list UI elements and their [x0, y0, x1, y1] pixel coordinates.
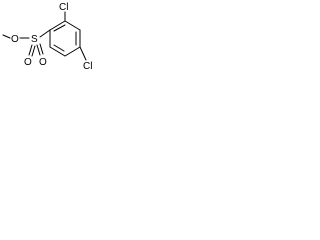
- ring-bond-1: [49, 20, 66, 31]
- bond-ring-chlorine-right: [79, 46, 87, 61]
- ring-inner-bond-1: [53, 24, 66, 32]
- ring-bond-5: [49, 46, 66, 57]
- ring-bond-4: [64, 46, 81, 57]
- ring-inner-bond-3: [53, 44, 65, 52]
- bond-methyl-oxygen: [2, 34, 11, 39]
- bond-sulfur-oxygen-right-b: [39, 43, 44, 55]
- molecule-structure: O S O O Cl Cl: [2, 2, 92, 72]
- atom-label-sulfonyl-oxygen-left: O: [24, 57, 32, 68]
- bond-sulfur-ring: [39, 29, 51, 38]
- atom-label-sulfonyl-oxygen-right: O: [39, 57, 47, 68]
- atom-label-chlorine-right: Cl: [83, 61, 92, 72]
- bond-sulfur-oxygen-left-a: [28, 44, 33, 56]
- bond-sulfur-oxygen-left-b: [31, 45, 36, 57]
- atom-label-sulfur: S: [31, 34, 38, 45]
- atom-label-chlorine-top: Cl: [59, 2, 68, 13]
- ring-bond-2: [64, 20, 81, 31]
- bond-sulfur-oxygen-right-a: [36, 44, 41, 56]
- atom-label-methyl-oxygen: O: [11, 34, 19, 45]
